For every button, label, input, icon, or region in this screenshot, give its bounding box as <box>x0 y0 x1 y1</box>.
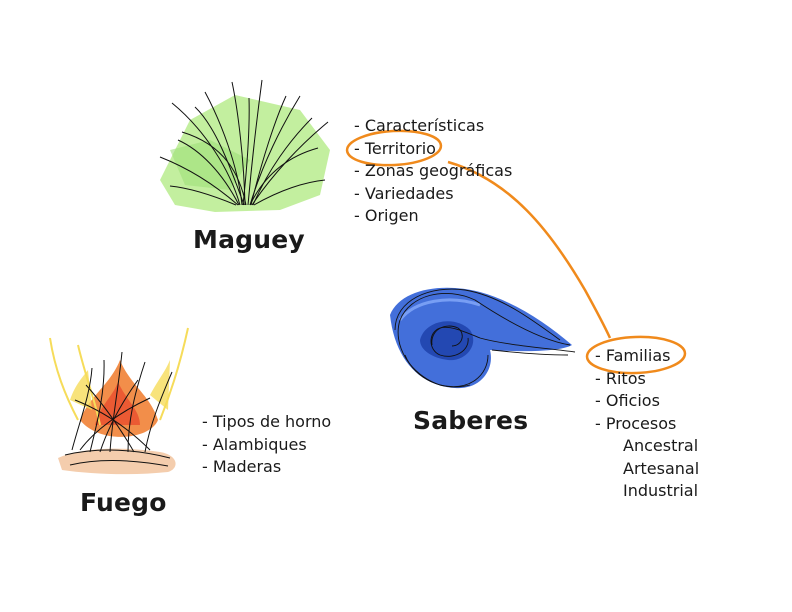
maguey-title: Maguey <box>193 225 305 254</box>
familias-highlight-circle <box>585 335 687 375</box>
fuego-list: - Tipos de horno - Alambiques - Maderas <box>202 411 331 479</box>
saberes-item: - Ritos <box>595 368 646 388</box>
fuego-item: - Alambiques <box>202 434 307 454</box>
saberes-item: - Oficios <box>595 391 660 410</box>
maguey-item: - Territorio <box>354 138 436 158</box>
saberes-item: - Procesos <box>595 413 677 433</box>
maguey-list: - Características - Territorio - Zonas g… <box>354 115 512 228</box>
maguey-item: - Características <box>354 116 485 135</box>
procesos-subitem: Industrial <box>623 481 699 500</box>
saberes-item: - Familias <box>595 346 671 365</box>
saberes-list: - Familias - Ritos - Oficios - Procesos … <box>595 345 699 503</box>
fuego-item: - Maderas <box>202 457 282 476</box>
saberes-title: Saberes <box>413 406 529 435</box>
fuego-item: - Tipos de horno <box>202 412 332 431</box>
territorio-highlight-circle <box>345 129 443 167</box>
maguey-item: - Zonas geográficas <box>354 161 513 180</box>
fire-icon <box>49 327 189 475</box>
spiral-icon <box>390 287 576 389</box>
highlight-annotations <box>345 129 687 375</box>
connector-curve <box>447 160 612 339</box>
maguey-item: - Variedades <box>354 183 454 203</box>
procesos-subitem: Artesanal <box>623 458 700 478</box>
agave-icon <box>159 79 330 212</box>
procesos-subitem: Ancestral <box>623 436 699 455</box>
maguey-item: - Origen <box>354 206 419 225</box>
fuego-title: Fuego <box>80 488 167 517</box>
